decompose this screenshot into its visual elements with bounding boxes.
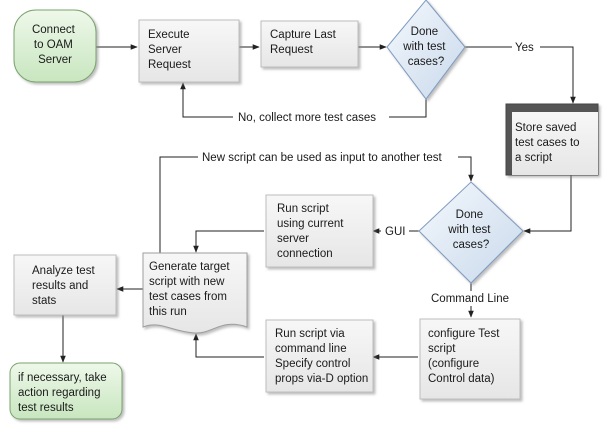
label-command-line: Command Line bbox=[431, 293, 509, 305]
edge-labels: Yes No, collect more test cases New scri… bbox=[198, 40, 540, 306]
node-run-cmd-text: Run script via command line Specify cont… bbox=[275, 328, 368, 385]
node-generate: Generate target script with new test cas… bbox=[142, 252, 248, 334]
node-done2-text: Done with test cases? bbox=[447, 209, 493, 251]
edge-runcmd-generate bbox=[193, 333, 264, 358]
label-no-collect: No, collect more test cases bbox=[238, 112, 376, 124]
edge-runcurrent-generate bbox=[193, 230, 264, 253]
node-run-current: Run script using current server connecti… bbox=[265, 194, 374, 268]
node-done1: Done with test cases? bbox=[386, 0, 466, 100]
node-action: if necessary, take action regarding test… bbox=[9, 362, 123, 420]
edge-store-done2 bbox=[523, 175, 572, 234]
node-store-text: Store saved test cases to a script bbox=[515, 122, 583, 164]
label-gui: GUI bbox=[385, 226, 405, 238]
label-yes: Yes bbox=[515, 42, 534, 54]
node-configure: configure Test script (configure Control… bbox=[419, 318, 521, 400]
node-connect-text: Connect to OAM Server bbox=[32, 24, 78, 66]
node-execute: Execute Server Request bbox=[138, 19, 240, 83]
node-connect: Connect to OAM Server bbox=[13, 9, 97, 83]
node-configure-text: configure Test script (configure Control… bbox=[428, 328, 503, 385]
node-generate-text: Generate target script with new test cas… bbox=[149, 261, 233, 318]
node-run-cmd: Run script via command line Specify cont… bbox=[265, 319, 374, 393]
node-analyze-text: Analyze test results and stats bbox=[32, 265, 98, 307]
node-execute-text: Execute Server Request bbox=[148, 29, 193, 71]
node-done1-text: Done with test cases? bbox=[402, 26, 448, 68]
node-analyze: Analyze test results and stats bbox=[13, 254, 117, 316]
node-run-current-text: Run script using current server connecti… bbox=[277, 203, 347, 260]
node-capture-text: Capture Last Request bbox=[270, 29, 339, 56]
node-store: Store saved test cases to a script bbox=[505, 103, 599, 176]
edge-done1-store bbox=[465, 46, 576, 104]
node-done2: Done with test cases? bbox=[418, 181, 524, 284]
label-new-script: New script can be used as input to anoth… bbox=[202, 152, 443, 164]
node-action-text: if necessary, take action regarding test… bbox=[18, 372, 110, 414]
node-capture: Capture Last Request bbox=[260, 20, 359, 68]
